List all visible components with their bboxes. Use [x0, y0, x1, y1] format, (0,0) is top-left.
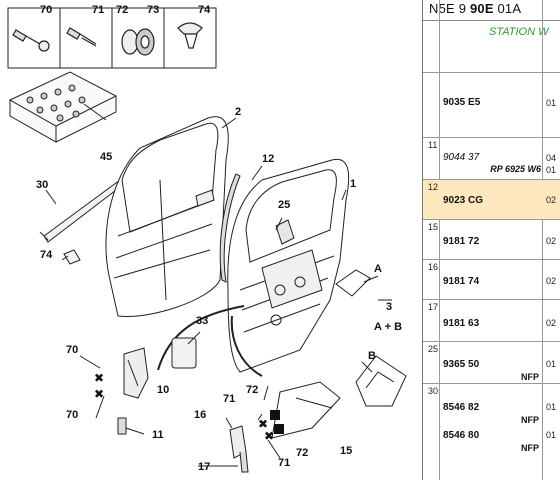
callout-10[interactable]: 10: [157, 384, 170, 396]
callout-45[interactable]: 45: [100, 151, 113, 163]
fastener-box-70: [7, 7, 61, 69]
callout-16[interactable]: 16: [194, 409, 207, 421]
svg-text:✖: ✖: [94, 371, 104, 385]
callout-12[interactable]: 12: [262, 153, 275, 165]
callout-3[interactable]: 3: [386, 301, 393, 313]
parts-list-panel: N5E 9 90E 01A STATION W 9035 E5 01 11 90…: [422, 0, 560, 480]
row-index: 12: [428, 182, 439, 192]
part-number: 9365 50: [443, 359, 480, 370]
fastener-marks: ✖ ✖ ✖ ✖: [94, 371, 284, 443]
callout-70[interactable]: 70: [40, 4, 53, 16]
part-number: 9044 37: [443, 152, 480, 163]
part-qty: 01: [546, 359, 557, 369]
callout-1[interactable]: 1: [350, 178, 357, 190]
parts-row[interactable]: 15 9181 72 02: [423, 219, 560, 260]
part-number: 9181 74: [443, 276, 480, 287]
part-qty: 01: [546, 430, 557, 440]
part-note: RP 6925 W6: [490, 164, 541, 174]
nfp-badge: NFP: [521, 443, 539, 453]
row-index: 16: [428, 262, 439, 272]
callout-72-lower[interactable]: 72: [296, 447, 309, 459]
callout-11[interactable]: 11: [152, 429, 164, 441]
callout-70-upper-hinge[interactable]: 70: [66, 344, 79, 356]
callout-71[interactable]: 71: [92, 4, 105, 16]
parts-row[interactable]: 25 9365 50 01 NFP: [423, 341, 560, 384]
callout-72-hinge[interactable]: 72: [246, 384, 259, 396]
parts-row[interactable]: 11 9044 37 04 RP 6925 W6 01: [423, 137, 560, 180]
part-number: 8546 82: [443, 402, 480, 413]
callout-74-top[interactable]: 74: [198, 4, 211, 16]
svg-text:✖: ✖: [94, 387, 104, 401]
part-qty: 02: [546, 195, 557, 205]
callout-30[interactable]: 30: [36, 179, 49, 191]
callout-72[interactable]: 72: [116, 4, 129, 16]
parts-row-selected[interactable]: 12 9023 CG 02: [423, 179, 560, 220]
station-label: STATION W: [489, 26, 549, 38]
part-qty: 01: [546, 402, 557, 412]
row-index: 15: [428, 222, 439, 232]
callout-71-lower[interactable]: 71: [278, 457, 291, 469]
part-qty: 02: [546, 318, 557, 328]
ref-bold: 90E: [469, 1, 494, 16]
row-index: 17: [428, 302, 439, 312]
ref-prefix: N5E 9: [429, 1, 470, 16]
part-qty: 01: [546, 98, 557, 108]
part-qty: 02: [546, 236, 557, 246]
row-index: 11: [428, 140, 438, 150]
callout-2[interactable]: 2: [235, 106, 242, 118]
parts-row[interactable]: 16 9181 74 02: [423, 259, 560, 300]
exploded-parts-diagram: ✖ ✖ ✖ ✖ 70 71 72 73 74 2 12 1 25 45 30 7…: [7, 4, 407, 473]
column-divider-right: [542, 0, 543, 480]
parts-row[interactable]: 17 9181 63 02: [423, 299, 560, 342]
part-qty: 02: [546, 276, 557, 286]
parts-row[interactable]: 9035 E5 01: [423, 72, 560, 138]
callout-70-lower[interactable]: 70: [66, 409, 79, 421]
part-qty: 04: [546, 153, 557, 163]
callout-A[interactable]: A: [374, 263, 382, 275]
callout-33[interactable]: 33: [196, 315, 209, 327]
part-number: 8546 80: [443, 430, 480, 441]
nfp-badge: NFP: [521, 372, 539, 382]
part-number: 9181 72: [443, 236, 480, 247]
callout-B[interactable]: B: [368, 350, 376, 362]
header-divider: [423, 20, 560, 21]
callout-74-clip[interactable]: 74: [40, 249, 53, 261]
callout-71-hinge[interactable]: 71: [223, 393, 236, 405]
callout-17[interactable]: 17: [198, 461, 211, 473]
diagram-drawing: ✖ ✖ ✖ ✖: [7, 7, 407, 473]
callout-25[interactable]: 25: [278, 199, 291, 211]
ref-suffix: 01A: [493, 1, 522, 16]
column-divider-left: [439, 0, 440, 480]
part-qty-secondary: 01: [546, 165, 557, 175]
row-index: 30: [428, 386, 439, 396]
callout-15[interactable]: 15: [340, 445, 353, 457]
fastener-box-74: [163, 7, 217, 69]
svg-text:✖: ✖: [258, 417, 268, 431]
parts-row[interactable]: 30 8546 82 01 NFP 8546 80 01 NFP: [423, 383, 560, 480]
nfp-badge: NFP: [521, 415, 539, 425]
callout-A-plus-B[interactable]: A + B: [374, 321, 403, 333]
part-number: 9035 E5: [443, 97, 481, 108]
callout-73[interactable]: 73: [147, 4, 160, 16]
part-number: 9023 CG: [443, 195, 484, 206]
reference-header: N5E 9 90E 01A: [429, 1, 521, 16]
svg-text:✖: ✖: [264, 429, 274, 443]
row-index: 25: [428, 344, 439, 354]
part-number: 9181 63: [443, 318, 480, 329]
